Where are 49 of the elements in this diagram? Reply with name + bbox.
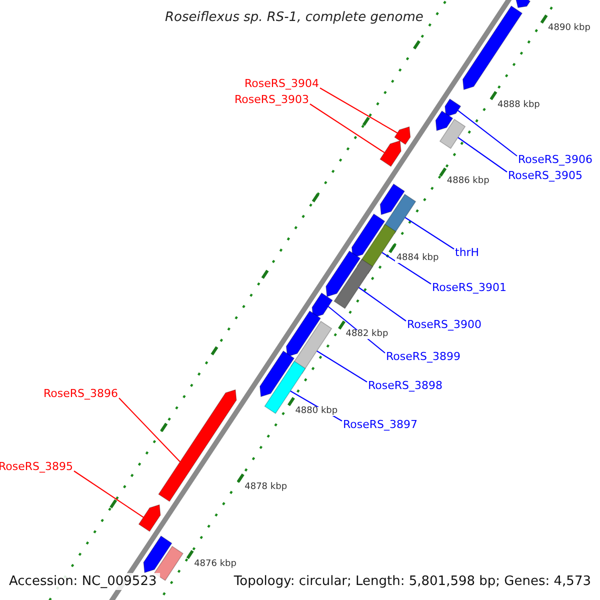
- gene-feature: [394, 126, 411, 145]
- leader-line: [316, 350, 368, 382]
- leader-line: [358, 287, 406, 322]
- tick-label: 4890 kbp: [547, 24, 592, 34]
- tick-label: 4880 kbp: [294, 406, 339, 416]
- gene-feature: [143, 535, 172, 574]
- gene-feature: [334, 258, 374, 310]
- gene-feature: [380, 140, 402, 167]
- tick-label: 4882 kbp: [344, 330, 390, 340]
- gene-label: RoseRS_3904: [244, 78, 319, 89]
- gene-feature: [158, 389, 237, 502]
- gene-feature: [326, 250, 361, 298]
- gene-feature: [462, 5, 523, 90]
- tick-label: 4878 kbp: [244, 483, 288, 492]
- gene-feature: [351, 213, 386, 258]
- gene-label: RoseRS_3905: [508, 170, 582, 181]
- leader-line: [458, 110, 518, 156]
- gene-feature: [515, 0, 531, 8]
- gene-label: RoseRS_3897: [343, 419, 418, 430]
- leader-line: [74, 470, 144, 518]
- gene-feature: [444, 98, 462, 118]
- gene-label: RoseRS_3898: [368, 380, 442, 391]
- tick-label: 4884 kbp: [395, 254, 440, 263]
- leader-line: [458, 137, 508, 172]
- tick-label: 4888 kbp: [496, 100, 541, 110]
- gene-feature: [383, 194, 416, 234]
- tick-label: 4886 kbp: [446, 177, 490, 186]
- accession-text: Accession: NC_009523: [6, 573, 160, 590]
- gene-feature: [435, 110, 454, 132]
- gene-label: thrH: [455, 247, 480, 258]
- leader-line: [310, 104, 385, 154]
- gene-label: RoseRS_3906: [518, 154, 592, 165]
- gene-label: RoseRS_3903: [234, 94, 309, 105]
- gene-label: RoseRS_3901: [432, 282, 506, 293]
- tick-label: 4876 kbp: [193, 560, 238, 569]
- gene-label: RoseRS_3899: [386, 351, 460, 362]
- gene-feature: [312, 292, 333, 318]
- gene-feature: [138, 504, 161, 532]
- leader-line: [382, 252, 432, 284]
- gene-feature: [286, 310, 322, 358]
- leader-line: [118, 398, 180, 462]
- gene-feature: [380, 183, 406, 216]
- leader-line: [320, 88, 398, 134]
- gene-label: RoseRS_3896: [44, 388, 118, 399]
- gene-feature: [259, 350, 295, 398]
- leader-line: [404, 217, 454, 250]
- gene-label: RoseRS_3900: [407, 319, 482, 330]
- gene-feature: [439, 118, 466, 150]
- chart-title: Roseiflexus sp. RS-1, complete genome: [165, 11, 424, 24]
